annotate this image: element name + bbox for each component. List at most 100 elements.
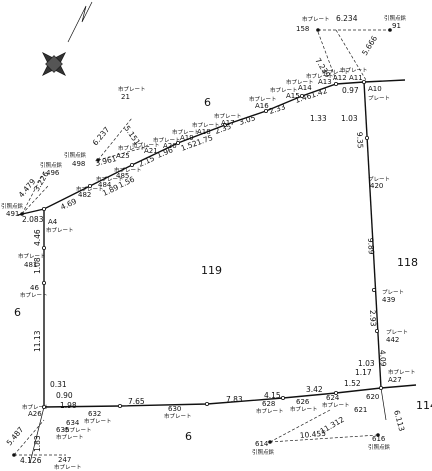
distance-label: 0.97	[342, 86, 359, 95]
point-tag: 引照点鋲	[1, 202, 24, 210]
point-tag: 市プレート	[388, 368, 416, 376]
point-id: 439	[382, 296, 395, 304]
point-id: A10	[368, 85, 382, 93]
point-id: A21	[144, 147, 158, 155]
lot-number: 6	[204, 96, 211, 109]
point-id: A26	[28, 410, 42, 418]
lot-number: 6	[185, 430, 192, 443]
distance-label: 9.89	[366, 238, 376, 255]
point-tag: 市プレート	[302, 15, 330, 23]
point-id: 496	[46, 169, 60, 177]
point-id: 621	[354, 406, 367, 414]
distance-label: 1.52	[344, 379, 361, 388]
point-id: 46	[30, 284, 39, 292]
distance-label: 1.98	[60, 401, 77, 410]
point-id: 247	[58, 456, 71, 464]
point-tag: 市プレート	[306, 72, 334, 80]
point-id: A25	[116, 152, 130, 160]
lot-number: 6	[14, 306, 21, 319]
point-tag: プレート	[368, 95, 390, 102]
point-id: A19	[180, 134, 194, 142]
distance-label: 1.33	[310, 114, 327, 123]
point-tag: 市プレート	[84, 417, 112, 425]
point-id: 632	[88, 410, 101, 418]
distance-label: 4.69	[59, 197, 78, 212]
point-id: A13	[318, 78, 332, 86]
point-tag: 市プレート	[256, 407, 284, 415]
point-tag: 市プレート	[322, 401, 350, 409]
point-id: 21	[121, 93, 130, 101]
point-id: A14	[298, 84, 312, 92]
distance-label: 4.46	[33, 229, 42, 246]
point-tag: 市プレート	[118, 144, 146, 152]
point-tag: 市プレート	[340, 66, 368, 74]
point-id: 485	[116, 172, 129, 180]
point-id: 91	[392, 22, 401, 30]
distance-label: 2.93	[368, 310, 378, 327]
point-tag: 市プレート	[64, 426, 92, 434]
lot-number: 119	[201, 264, 222, 277]
distance-label: 1.03	[358, 359, 375, 368]
point-id: 481	[24, 261, 37, 269]
point-id: A12	[333, 74, 347, 82]
lot-number: 118	[397, 256, 418, 269]
point-tag: 引照点鋲	[40, 161, 63, 169]
point-tag: 市プレート	[290, 405, 318, 413]
point-tag: 市プレート	[18, 252, 46, 260]
point-tag: 市プレート	[114, 166, 142, 174]
point-id: 498	[72, 160, 85, 168]
distance-label: 2.15	[137, 154, 156, 169]
point-id: 491	[6, 210, 19, 218]
distance-label: 7.65	[128, 397, 145, 406]
point-id: A20	[163, 142, 177, 150]
point-id: A15	[286, 92, 300, 100]
distance-label: 1.08	[33, 257, 42, 274]
point-tag: 市プレート	[172, 128, 200, 136]
point-id: 158	[296, 25, 309, 33]
north-arrow-icon	[42, 1, 93, 76]
point-tag: 引照点鋲	[384, 14, 407, 22]
distance-label: 1.17	[355, 368, 372, 377]
point-id: 620	[366, 393, 379, 401]
point-tag: 市プレート	[46, 226, 74, 234]
distance-label: 3.961	[94, 154, 117, 168]
lot-numbers: 6 6 119 118 6 114	[14, 96, 432, 443]
distance-label: 0.31	[50, 380, 67, 389]
distance-label: 2.33	[268, 102, 287, 116]
point-id: 634	[66, 419, 80, 427]
point-id: 635	[56, 426, 69, 434]
point-tag: 市プレート	[322, 68, 350, 76]
point-tag: 引照点鋲	[368, 443, 391, 451]
distance-label: 5.487	[5, 425, 26, 447]
distance-label: 0.90	[56, 391, 73, 400]
point-tag: 市プレート	[96, 175, 124, 183]
point-id: 624	[326, 394, 340, 402]
reference-ties	[13, 29, 390, 456]
point-tag: プレート	[386, 329, 408, 336]
point-id: A16	[255, 102, 269, 110]
distance-label: 7.83	[226, 395, 243, 404]
distance-label: 3.42	[306, 385, 323, 394]
point-markers	[12, 28, 392, 457]
point-id: 420	[370, 182, 383, 190]
distance-label: 10.455	[299, 429, 326, 440]
point-id: 628	[262, 400, 275, 408]
point-id: 616	[372, 435, 386, 443]
point-tag: 市プレート	[54, 463, 82, 471]
point-id: 630	[168, 405, 181, 413]
point-id: A17	[221, 119, 235, 127]
distance-label: 2.083	[22, 215, 44, 224]
point-tag: 市プレート	[76, 185, 104, 193]
point-tag: 市プレート	[249, 95, 277, 103]
point-id: 626	[296, 398, 310, 406]
distance-label: 5.666	[360, 34, 379, 57]
lot-number: 114	[416, 399, 432, 412]
distance-label: 6.237	[91, 125, 112, 147]
distance-label: 4.15	[264, 391, 281, 400]
point-tag: 市プレート	[153, 136, 181, 144]
point-tag: 市プレート	[132, 141, 160, 149]
distance-label: 6.234	[336, 14, 358, 23]
point-tag: 引照点鋲	[64, 151, 87, 159]
point-id: 614	[255, 440, 269, 448]
